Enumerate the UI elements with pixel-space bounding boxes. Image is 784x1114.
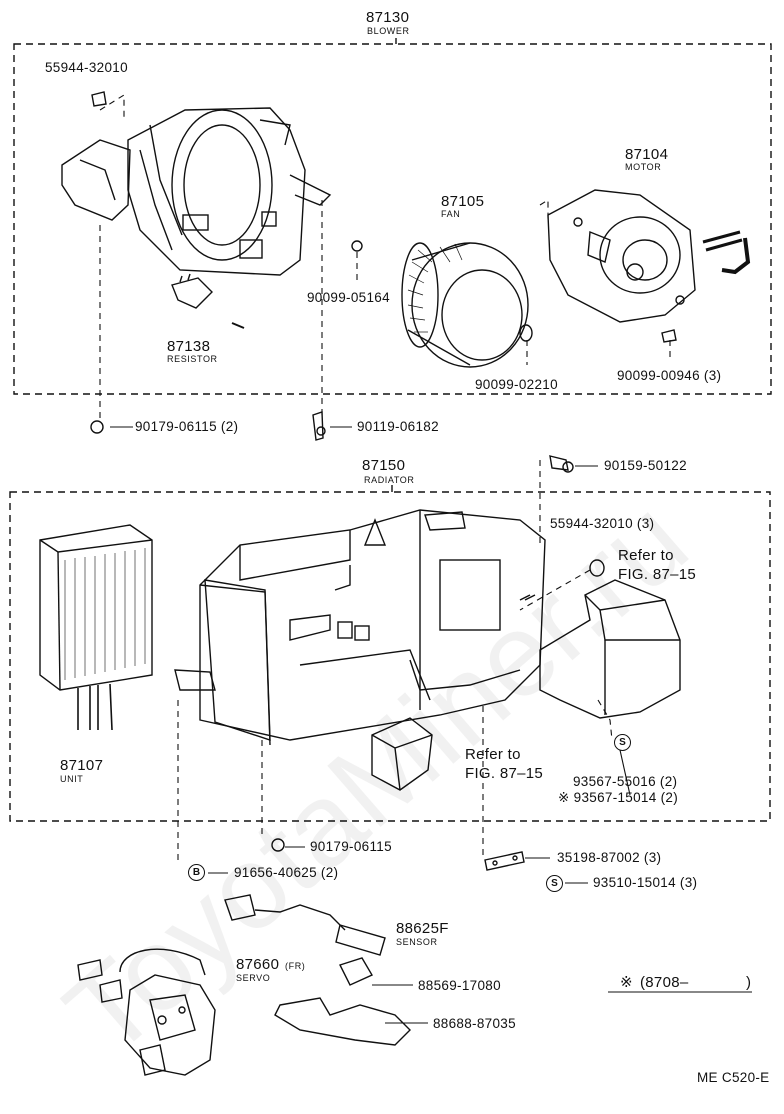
label-unit-number: 87107 — [60, 757, 104, 774]
heater-case-drawing — [174, 509, 546, 746]
clamp-drawing — [339, 957, 373, 986]
label-grommet: 55944-32010 (3) — [550, 516, 655, 531]
label-clip: 90179-06115 (2) — [135, 419, 239, 434]
label-top-screw: 90159-50122 — [604, 458, 687, 473]
note-mark: ※ — [620, 974, 633, 991]
radiator-group-number: 87150 — [362, 457, 406, 474]
fan-drawing — [401, 242, 529, 368]
label-washer: 90099-02210 — [475, 377, 558, 392]
label-refer-upper-2: FIG. 87–15 — [618, 566, 697, 583]
motor-drawing — [547, 189, 751, 323]
resistor-drawing — [171, 273, 245, 329]
marker-s-circle-2: S — [546, 875, 563, 892]
label-motor-number: 87104 — [625, 146, 669, 163]
label-bolt-b: 91656-40625 (2) — [234, 865, 339, 880]
blower-group-number: 87130 — [366, 9, 410, 26]
label-refer-lower-1: Refer to — [465, 746, 521, 763]
marker-b-circle: B — [188, 864, 205, 881]
plate-drawing — [274, 997, 411, 1046]
blower-group-name: BLOWER — [367, 26, 410, 36]
radiator-group-name: RADIATOR — [364, 475, 415, 485]
note-close: ) — [746, 974, 752, 991]
diagram-code: ME C520-E — [697, 1070, 770, 1085]
door-housing-drawing — [371, 717, 433, 791]
bolt-55944-drawing — [91, 91, 107, 107]
label-nut: 90099-05164 — [307, 290, 390, 305]
heater-core-drawing — [39, 524, 153, 731]
servo-drawing — [77, 948, 216, 1076]
label-servo-name: SERVO — [236, 973, 271, 983]
label-motor-name: MOTOR — [625, 162, 662, 172]
label-resistor-name: RESISTOR — [167, 354, 218, 364]
label-clamp: 88569-17080 — [418, 978, 501, 993]
label-bolt: 90119-06182 — [357, 419, 439, 434]
label-refer-upper-1: Refer to — [618, 547, 674, 564]
radiator-group-frame — [9, 491, 771, 822]
label-screw-a: 93567-55016 (2) — [573, 774, 678, 789]
label-plate: 88688-87035 — [433, 1016, 516, 1031]
marker-s-circle: S — [614, 734, 631, 751]
label-screw-b: ※ 93567-15014 (2) — [558, 790, 678, 805]
sensor-drawing — [224, 894, 386, 956]
label-sensor-name: SENSOR — [396, 937, 438, 947]
label-servo-number: 87660 — [236, 956, 280, 973]
blower-case-drawing — [61, 107, 332, 276]
label-resistor-number: 87138 — [167, 338, 211, 355]
blower-group-frame — [13, 43, 772, 395]
label-refer-lower-2: FIG. 87–15 — [465, 765, 544, 782]
label-motor-screw: 90099-00946 (3) — [617, 368, 722, 383]
label-unit-name: UNIT — [60, 774, 84, 784]
label-fan-number: 87105 — [441, 193, 485, 210]
label-sensor-number: 88625F — [396, 920, 449, 937]
label-bracket: 35198-87002 (3) — [557, 850, 662, 865]
label-servo-suffix: (FR) — [285, 961, 306, 971]
label-fan-name: FAN — [441, 209, 461, 219]
label-radiator-nut: 90179-06115 — [310, 839, 392, 854]
duct-drawing — [539, 579, 681, 719]
label-screw-s: 93510-15014 (3) — [593, 875, 698, 890]
label-bracket-bolt: 55944-32010 — [45, 60, 128, 75]
note-text: (8708– — [640, 974, 689, 991]
